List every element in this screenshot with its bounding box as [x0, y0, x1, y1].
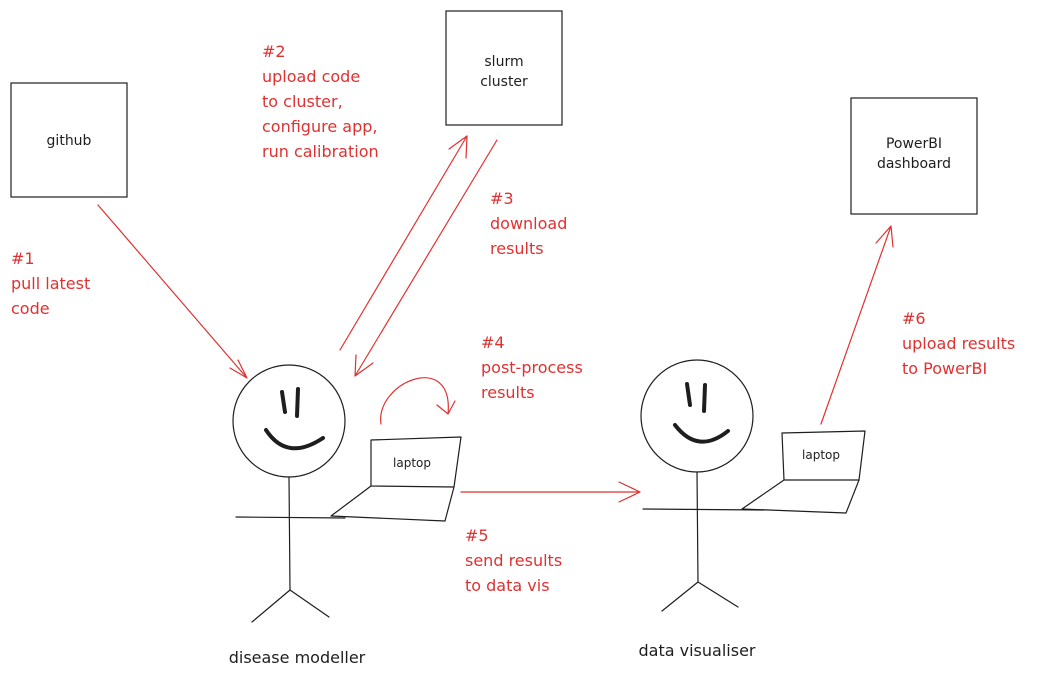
slurm-label-line2: cluster	[480, 74, 528, 90]
arrow-pull-code	[97, 204, 248, 379]
disease-modeller-figure: laptop disease modeller	[229, 364, 462, 667]
slurm-label-line1: slurm	[484, 54, 523, 70]
github-box	[10, 82, 128, 198]
step-4-label: #4 post-process results	[481, 333, 588, 402]
modeller-arms	[235, 516, 346, 519]
visualiser-laptop-label: laptop	[802, 448, 840, 462]
powerbi-label-line1: PowerBI	[886, 136, 942, 152]
modeller-body	[288, 476, 291, 591]
powerbi-label-line2: dashboard	[877, 156, 951, 172]
visualiser-body	[696, 471, 699, 583]
visualiser-arms	[642, 508, 765, 511]
visualiser-leg-right	[697, 581, 739, 608]
step-1-label: #1 pull latest code	[11, 249, 95, 318]
modeller-eye-right	[295, 387, 300, 418]
modeller-leg-left	[251, 589, 291, 623]
powerbi-node: PowerBI dashboard	[850, 97, 978, 215]
github-node: github	[10, 82, 128, 198]
arrow-download-results	[354, 139, 498, 377]
slurm-cluster-node: slurm cluster	[445, 10, 563, 126]
visualiser-leg-left	[661, 581, 699, 612]
modeller-eye-left	[280, 390, 287, 414]
step-3-label: #3 download results	[490, 189, 572, 258]
modeller-label: disease modeller	[229, 648, 366, 667]
visualiser-label: data visualiser	[639, 641, 756, 660]
visualiser-eye-left	[685, 382, 692, 407]
visualiser-laptop-base	[741, 479, 860, 514]
arrow-upload-to-cluster	[339, 135, 468, 351]
step-5-label: #5 send results to data vis	[465, 526, 567, 595]
arrow-upload-to-powerbi	[820, 225, 894, 425]
modeller-smile	[264, 428, 325, 451]
step-6-label: #6 upload results to PowerBI	[902, 309, 1020, 378]
data-visualiser-figure: laptop data visualiser	[639, 359, 866, 660]
modeller-laptop-label: laptop	[393, 456, 431, 470]
modeller-leg-right	[289, 589, 330, 618]
step-2-label: #2 upload code to cluster, configure app…	[262, 42, 383, 161]
arrow-send-to-visualiser	[460, 481, 641, 503]
slurm-cluster-box	[445, 10, 563, 126]
modeller-laptop-base	[330, 485, 455, 522]
step-arrows	[97, 135, 894, 503]
arrow-post-process-loop	[380, 377, 456, 425]
visualiser-head	[640, 359, 754, 473]
visualiser-smile	[673, 423, 730, 444]
modeller-head	[232, 364, 346, 478]
powerbi-box	[850, 97, 978, 215]
github-label: github	[47, 133, 92, 149]
visualiser-eye-right	[702, 383, 707, 413]
